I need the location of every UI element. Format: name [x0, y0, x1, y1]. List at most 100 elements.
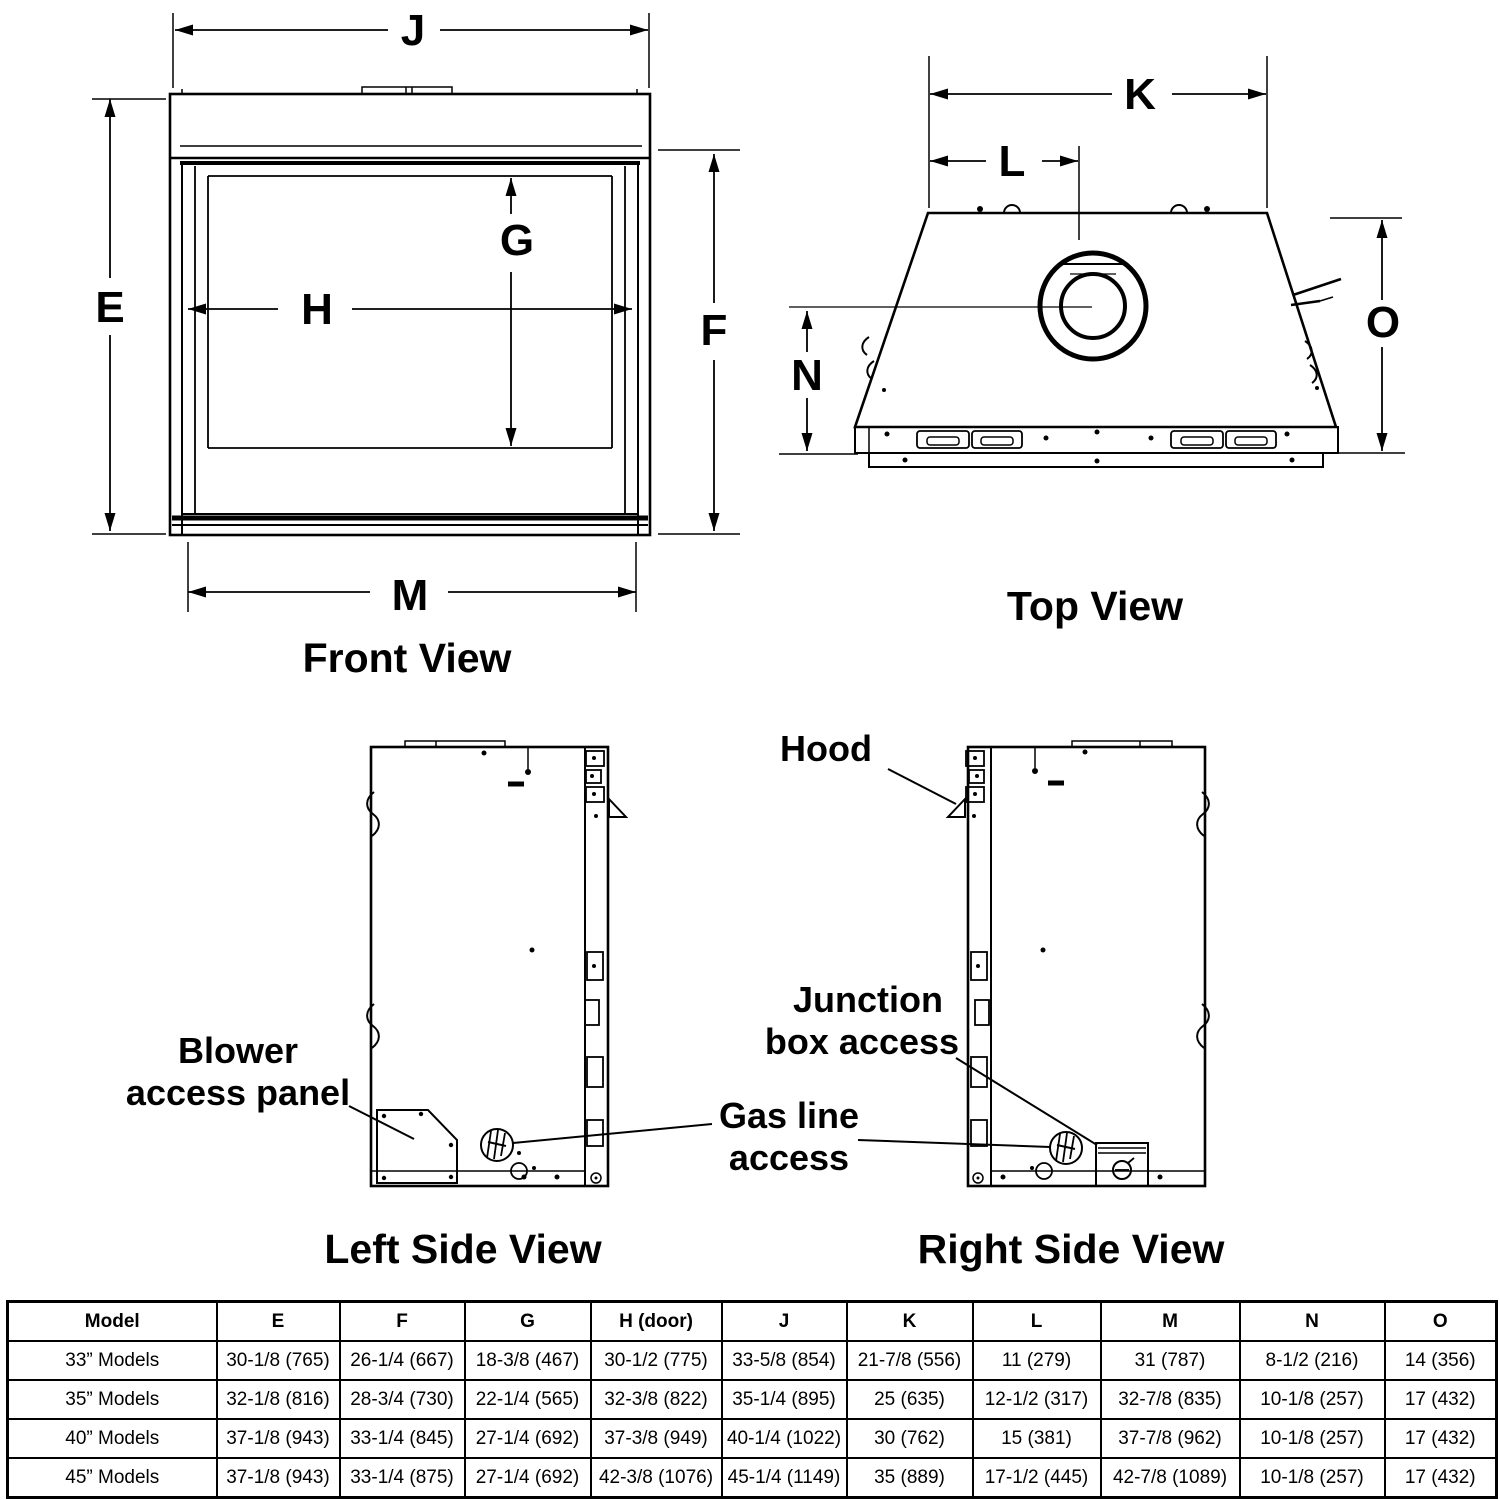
dim-label-e: E — [95, 283, 124, 332]
dimension-cell: 10-1/8 (257) — [1238, 1379, 1386, 1420]
gas-leader-line-right — [857, 1139, 1051, 1148]
dimension-cell: 37-1/8 (943) — [215, 1457, 341, 1499]
table-column-header: H (door) — [589, 1300, 723, 1342]
dimension-cell: 10-1/8 (257) — [1238, 1418, 1386, 1459]
dimension-cell: 21-7/8 (556) — [845, 1340, 974, 1381]
junction-leader-line — [955, 1057, 1098, 1146]
dimension-cell: 26-1/4 (667) — [338, 1340, 466, 1381]
dim-label-f: F — [701, 306, 728, 355]
dimension-cell: 12-1/2 (317) — [971, 1379, 1102, 1420]
dim-label-o: O — [1366, 298, 1400, 347]
dimension-cell: 10-1/8 (257) — [1238, 1457, 1386, 1499]
left-side-view-title: Left Side View — [324, 1226, 601, 1272]
gas-line-access-hole-right — [1030, 1131, 1083, 1180]
dimension-cell: 30-1/8 (765) — [215, 1340, 341, 1381]
dimension-cell: 22-1/4 (565) — [463, 1379, 592, 1420]
left-side-view-diagram: Blower access panel Left Side View — [126, 740, 629, 1272]
dimension-cell: 27-1/4 (692) — [463, 1418, 592, 1459]
dimension-cell: 33-1/4 (845) — [338, 1418, 466, 1459]
dimension-cell: 25 (635) — [845, 1379, 974, 1420]
dimension-cell: 32-1/8 (816) — [215, 1379, 341, 1420]
dimension-cell: 8-1/2 (216) — [1238, 1340, 1386, 1381]
table-column-header: Model — [6, 1300, 218, 1342]
dim-label-l: L — [999, 137, 1026, 186]
dimension-cell: 40-1/4 (1022) — [720, 1418, 848, 1459]
junction-box-annotation: Junction box access — [765, 979, 1098, 1146]
dim-label-g: G — [500, 216, 534, 265]
top-view-outline — [853, 204, 1342, 468]
dim-label-k: K — [1124, 70, 1156, 119]
dimension-cell: 17-1/2 (445) — [971, 1457, 1102, 1499]
table-column-header: O — [1383, 1300, 1498, 1342]
hood-leader-line — [887, 768, 957, 805]
side-clips — [861, 336, 1319, 392]
gas-label-line1: Gas line — [719, 1095, 859, 1136]
table-column-header: J — [720, 1300, 848, 1342]
dimension-cell: 42-7/8 (1089) — [1099, 1457, 1241, 1499]
dim-label-h: H — [301, 285, 333, 334]
blower-access-panel — [376, 1109, 458, 1184]
top-view-diagram: K L N O Top View — [779, 56, 1405, 629]
hood-annotation: Hood — [780, 728, 957, 805]
top-edge-clips — [977, 204, 1210, 214]
dimension-cell: 17 (432) — [1383, 1457, 1498, 1499]
top-view-title: Top View — [1007, 583, 1183, 629]
left-side-outline — [366, 740, 629, 1188]
dim-label-j: J — [401, 6, 425, 55]
dimension-cell: 33-1/4 (875) — [338, 1457, 466, 1499]
dimension-cell: 37-1/8 (943) — [215, 1418, 341, 1459]
break-mark — [1196, 791, 1210, 837]
bottom-plate — [868, 453, 1324, 468]
right-side-view-title: Right Side View — [918, 1226, 1225, 1272]
dimension-cell: 32-3/8 (822) — [589, 1379, 723, 1420]
front-view-title: Front View — [303, 635, 512, 681]
fireplace-dimension-diagram: J E F G H M Front View — [92, 6, 1405, 1272]
dimension-cell: 35-1/4 (895) — [720, 1379, 848, 1420]
dimension-cell: 27-1/4 (692) — [463, 1457, 592, 1499]
blower-label-line1: Blower — [178, 1030, 298, 1071]
dimension-cell: 45-1/4 (1149) — [720, 1457, 848, 1499]
dimension-cell: 31 (787) — [1099, 1340, 1241, 1381]
table-column-header: M — [1099, 1300, 1241, 1342]
dimension-cell: 17 (432) — [1383, 1379, 1498, 1420]
model-cell: 40” Models — [6, 1418, 218, 1459]
hood-edge — [608, 796, 629, 818]
gas-leader-line-left — [512, 1123, 713, 1144]
table-column-header: F — [338, 1300, 466, 1342]
flue-collar — [1037, 250, 1149, 362]
hood-label: Hood — [780, 728, 872, 769]
table-column-header: G — [463, 1300, 592, 1342]
table-column-header: E — [215, 1300, 341, 1342]
gas-stub — [1290, 277, 1342, 307]
dimension-cell: 42-3/8 (1076) — [589, 1457, 723, 1499]
dimension-cell: 35 (889) — [845, 1457, 974, 1499]
dimension-cell: 28-3/4 (730) — [338, 1379, 466, 1420]
front-view-dimensions: J E F G H M — [92, 6, 740, 620]
junction-label-line1: Junction — [793, 979, 943, 1020]
junction-box — [1095, 1142, 1149, 1187]
dimension-cell: 37-7/8 (962) — [1099, 1418, 1241, 1459]
front-view-outline — [168, 86, 652, 537]
top-standoff-tab — [361, 86, 453, 94]
dimension-cell: 30 (762) — [845, 1418, 974, 1459]
hood-edge — [945, 796, 966, 818]
front-view-diagram: J E F G H M Front View — [92, 6, 740, 681]
gas-line-annotation: Gas line access — [512, 1095, 1051, 1178]
dimension-cell: 17 (432) — [1383, 1418, 1498, 1459]
top-view-dimensions: K L N O — [779, 56, 1405, 455]
blower-access-annotation: Blower access panel — [126, 1030, 415, 1140]
dim-label-m: M — [392, 571, 429, 620]
junction-label-line2: box access — [765, 1021, 959, 1062]
dimension-cell: 37-3/8 (949) — [589, 1418, 723, 1459]
gas-label-line2: access — [729, 1137, 849, 1178]
table-column-header: L — [971, 1300, 1102, 1342]
dim-label-n: N — [791, 351, 823, 400]
dimension-cell: 32-7/8 (835) — [1099, 1379, 1241, 1420]
model-cell: 35” Models — [6, 1379, 218, 1420]
dimension-cell: 15 (381) — [971, 1418, 1102, 1459]
